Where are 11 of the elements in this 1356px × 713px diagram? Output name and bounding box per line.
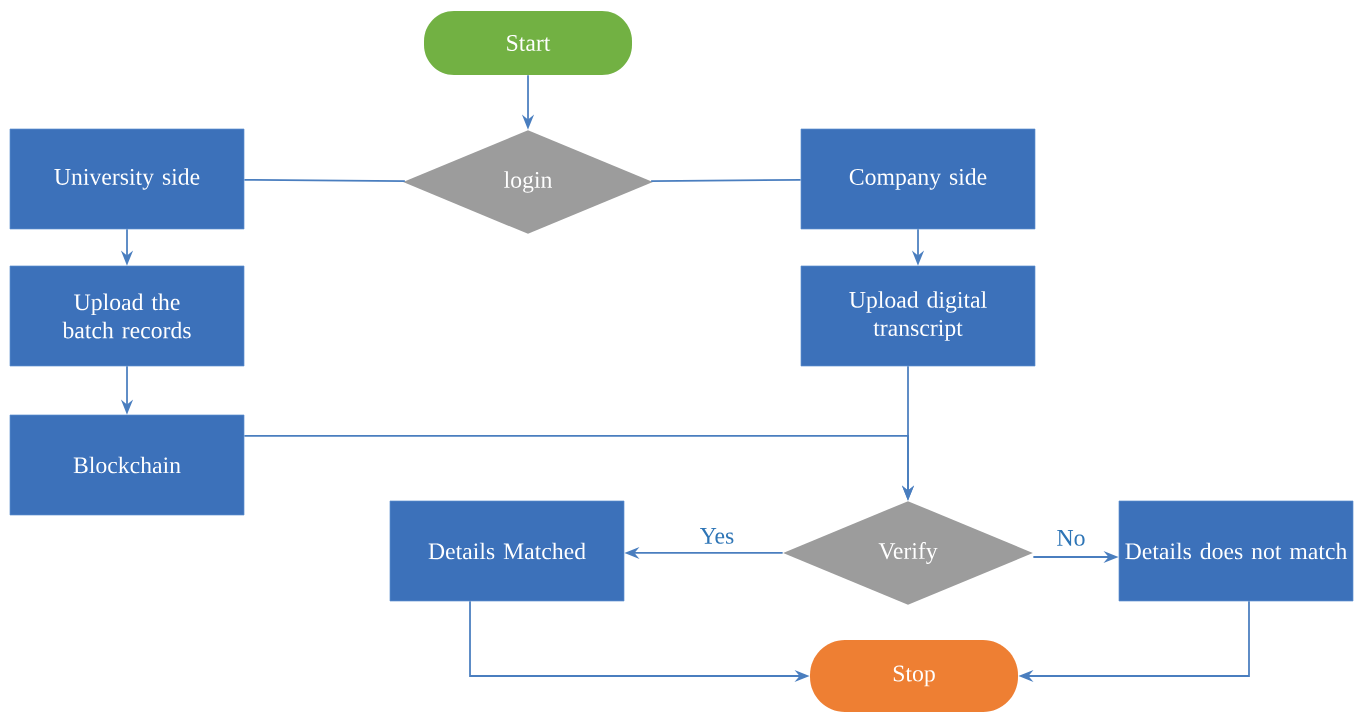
process-box: Company side: [800, 128, 1036, 230]
process-box: Blockchain: [9, 414, 245, 516]
process-box: Upload digital transcript: [800, 265, 1036, 367]
process-box: Details Matched: [389, 500, 625, 602]
process-box: University side: [9, 128, 245, 230]
edge-label: Yes: [700, 528, 734, 544]
process-box: Details does not match: [1118, 500, 1354, 602]
start-terminal: Start: [424, 11, 632, 75]
edge-label: No: [1057, 530, 1085, 546]
process-box: Upload the batch records: [9, 265, 245, 367]
stop-terminal: Stop: [810, 640, 1018, 712]
